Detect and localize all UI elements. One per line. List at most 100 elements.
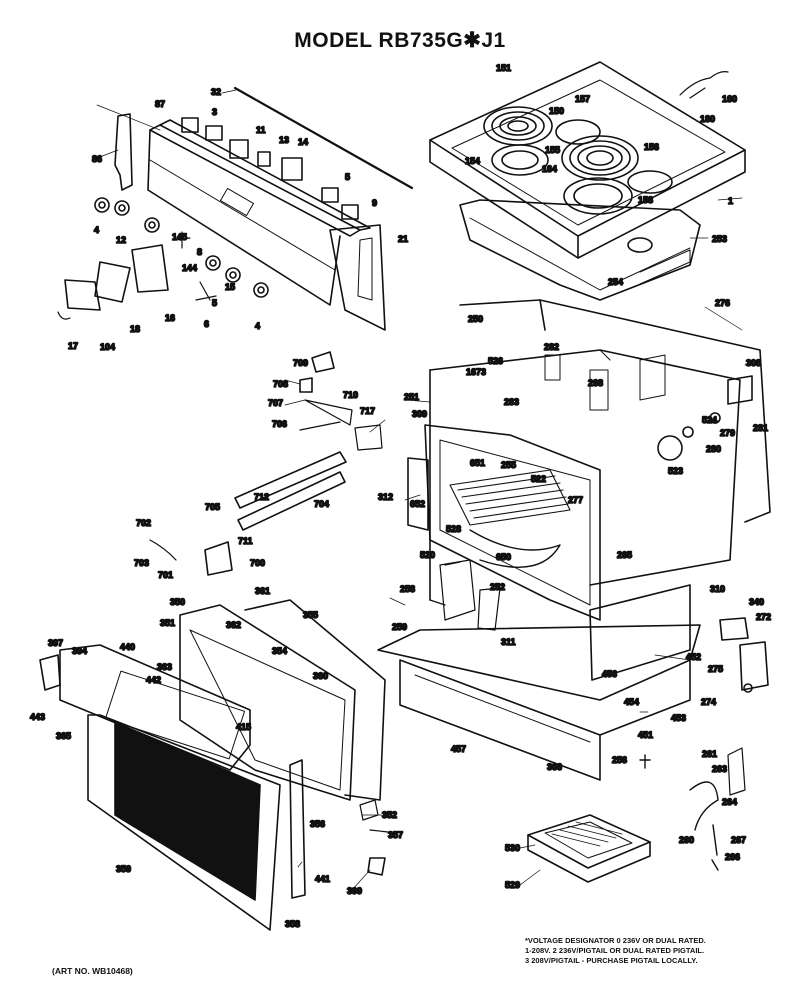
- callout-154: 154: [465, 156, 480, 166]
- callout-361: 361: [255, 586, 270, 596]
- callout-21: 21: [398, 234, 408, 244]
- burner-opening: [555, 119, 601, 145]
- burner-opening: [627, 170, 673, 194]
- callout-5b: 5: [212, 298, 217, 308]
- callout-706: 706: [272, 419, 287, 429]
- callout-258: 258: [400, 584, 415, 594]
- callout-650: 650: [496, 552, 511, 562]
- cooktop-assembly: [429, 61, 746, 301]
- callout-264: 264: [722, 797, 737, 807]
- callout-523: 523: [668, 466, 683, 476]
- callout-309: 309: [412, 409, 427, 419]
- callout-281: 281: [753, 423, 768, 433]
- callout-703: 703: [134, 558, 149, 568]
- callout-652: 652: [410, 499, 425, 509]
- callout-352: 352: [382, 810, 397, 820]
- callout-272: 272: [756, 612, 771, 622]
- door-frame: [87, 714, 281, 931]
- callout-452: 452: [686, 652, 701, 662]
- callout-453: 453: [671, 713, 686, 723]
- callout-710: 710: [343, 390, 358, 400]
- callout-275: 275: [708, 664, 723, 674]
- callout-702: 702: [136, 518, 151, 528]
- part-callouts: 32 87 3 11 13 14 86 5 9 4 12 145 8 144 2…: [29, 62, 772, 930]
- callout-707: 707: [268, 398, 283, 408]
- callout-4b: 4: [255, 321, 260, 331]
- callout-3: 3: [212, 107, 217, 117]
- callout-144: 144: [182, 263, 197, 273]
- callout-311: 311: [501, 637, 516, 647]
- callout-267: 267: [731, 835, 746, 845]
- callout-151: 151: [496, 63, 511, 73]
- callout-1673: 1673: [466, 367, 486, 377]
- callout-4a: 4: [94, 225, 99, 235]
- callout-441: 441: [315, 874, 330, 884]
- callout-358: 358: [285, 919, 300, 929]
- door-inner-panel: [244, 599, 386, 801]
- callout-705: 705: [205, 502, 220, 512]
- callout-310: 310: [710, 584, 725, 594]
- door-hinge: [289, 759, 306, 899]
- callout-397: 397: [48, 638, 63, 648]
- callout-276: 276: [715, 298, 730, 308]
- callout-156: 156: [644, 142, 659, 152]
- callout-359: 359: [116, 864, 131, 874]
- callout-363: 363: [157, 662, 172, 672]
- surface-unit-small-left: [491, 144, 549, 176]
- lamp-bracket: [64, 279, 101, 311]
- callout-466: 366: [547, 762, 562, 772]
- callout-251: 251: [404, 392, 419, 402]
- callout-701: 701: [158, 570, 173, 580]
- infinite-switch: [321, 187, 339, 203]
- footnote-line-1: *VOLTAGE DESIGNATOR 0 236V OR DUAL RATED…: [525, 936, 706, 945]
- callout-351: 351: [160, 618, 175, 628]
- callout-354: 354: [272, 646, 287, 656]
- callout-266: 266: [725, 852, 740, 862]
- oven-rack: [449, 469, 571, 526]
- callout-529: 529: [505, 880, 520, 890]
- callout-12: 12: [116, 235, 126, 245]
- callout-456: 456: [602, 669, 617, 679]
- storage-drawer: [399, 659, 601, 781]
- callout-717: 717: [360, 406, 375, 416]
- broil-element-bracket: [234, 451, 347, 509]
- voltage-footnote: *VOLTAGE DESIGNATOR 0 236V OR DUAL RATED…: [525, 936, 795, 966]
- surface-unit-large-left: [483, 106, 553, 146]
- callout-160: 160: [722, 94, 737, 104]
- infinite-switch: [181, 117, 199, 133]
- callout-440: 440: [120, 642, 135, 652]
- terminal-block: [727, 375, 753, 405]
- callout-11: 11: [256, 125, 266, 135]
- callout-651: 651: [470, 458, 485, 468]
- callout-268: 268: [588, 378, 603, 388]
- callout-355: 355: [303, 610, 318, 620]
- callout-1: 1: [728, 196, 733, 206]
- callout-282: 282: [544, 342, 559, 352]
- callout-522: 522: [531, 474, 546, 484]
- callout-350: 350: [170, 597, 185, 607]
- diagram-title: MODEL RB735G✱J1: [294, 29, 506, 52]
- clock-timer: [281, 157, 303, 181]
- callout-8: 8: [197, 247, 202, 257]
- callout-145: 145: [172, 232, 187, 242]
- callout-340: 340: [749, 597, 764, 607]
- callout-155: 155: [545, 145, 560, 155]
- callout-18: 18: [130, 324, 140, 334]
- callout-708: 708: [273, 379, 288, 389]
- callout-250: 250: [468, 314, 483, 324]
- callout-150: 150: [549, 106, 564, 116]
- side-panel: [407, 457, 429, 531]
- callout-259: 259: [392, 622, 407, 632]
- leader-lines: [91, 89, 761, 891]
- callout-530: 530: [505, 843, 520, 853]
- callout-277: 277: [568, 495, 583, 505]
- control-knobs: [94, 197, 269, 298]
- callout-457: 457: [451, 744, 466, 754]
- callout-260: 260: [679, 835, 694, 845]
- callout-700: 700: [250, 558, 265, 568]
- callout-308: 308: [746, 358, 761, 368]
- callout-265: 265: [617, 550, 632, 560]
- callout-13: 13: [279, 135, 289, 145]
- callout-712: 712: [254, 492, 269, 502]
